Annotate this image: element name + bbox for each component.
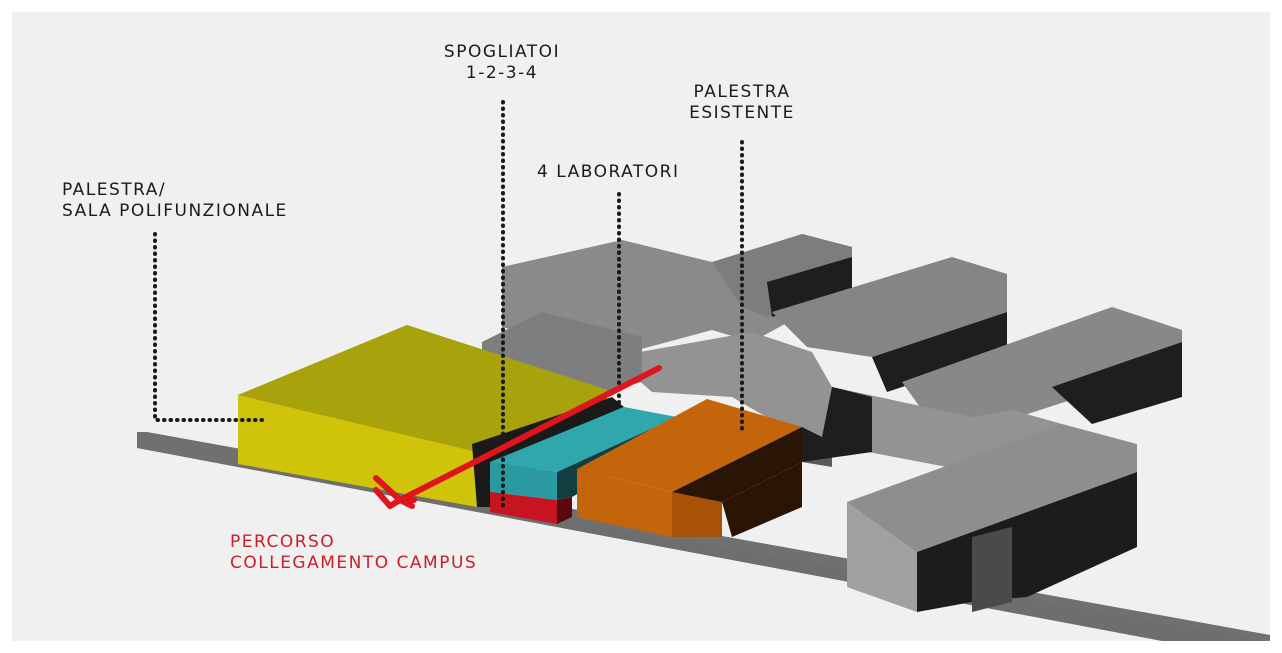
label-percorso-line2: COLLEGAMENTO CAMPUS	[230, 553, 478, 573]
label-spogliatoi-line1: SPOGLIATOI	[443, 42, 561, 62]
label-palestra-esistente-line1: PALESTRA	[693, 82, 791, 102]
leader-lines	[153, 100, 744, 509]
diagram-canvas: SPOGLIATOI 1-2-3-4 PALESTRA ESISTENTE 4 …	[12, 12, 1270, 641]
diagram-svg	[137, 100, 1270, 641]
label-palestra-sala: PALESTRA/ SALA POLIFUNZIONALE	[62, 180, 288, 222]
palestra-sala-polifunzionale-block	[238, 325, 607, 507]
label-percorso-line1: PERCORSO	[230, 532, 336, 552]
label-palestra-sala-line1: PALESTRA/	[62, 180, 167, 200]
label-palestra-esistente-line2: ESISTENTE	[689, 103, 795, 123]
percorso-route-arrow	[373, 365, 662, 509]
spogliatoi-block	[490, 492, 572, 524]
label-spogliatoi-line2: 1-2-3-4	[465, 63, 539, 83]
label-palestra-esistente: PALESTRA ESISTENTE	[667, 82, 817, 124]
label-percorso: PERCORSO COLLEGAMENTO CAMPUS	[230, 532, 477, 574]
label-palestra-sala-line2: SALA POLIFUNZIONALE	[62, 201, 288, 221]
label-spogliatoi: SPOGLIATOI 1-2-3-4	[422, 42, 582, 84]
label-laboratori-text: 4 LABORATORI	[537, 162, 680, 182]
leader-palestra-sala	[153, 232, 266, 422]
label-laboratori: 4 LABORATORI	[537, 162, 679, 183]
palestra-esistente-block	[577, 387, 872, 537]
